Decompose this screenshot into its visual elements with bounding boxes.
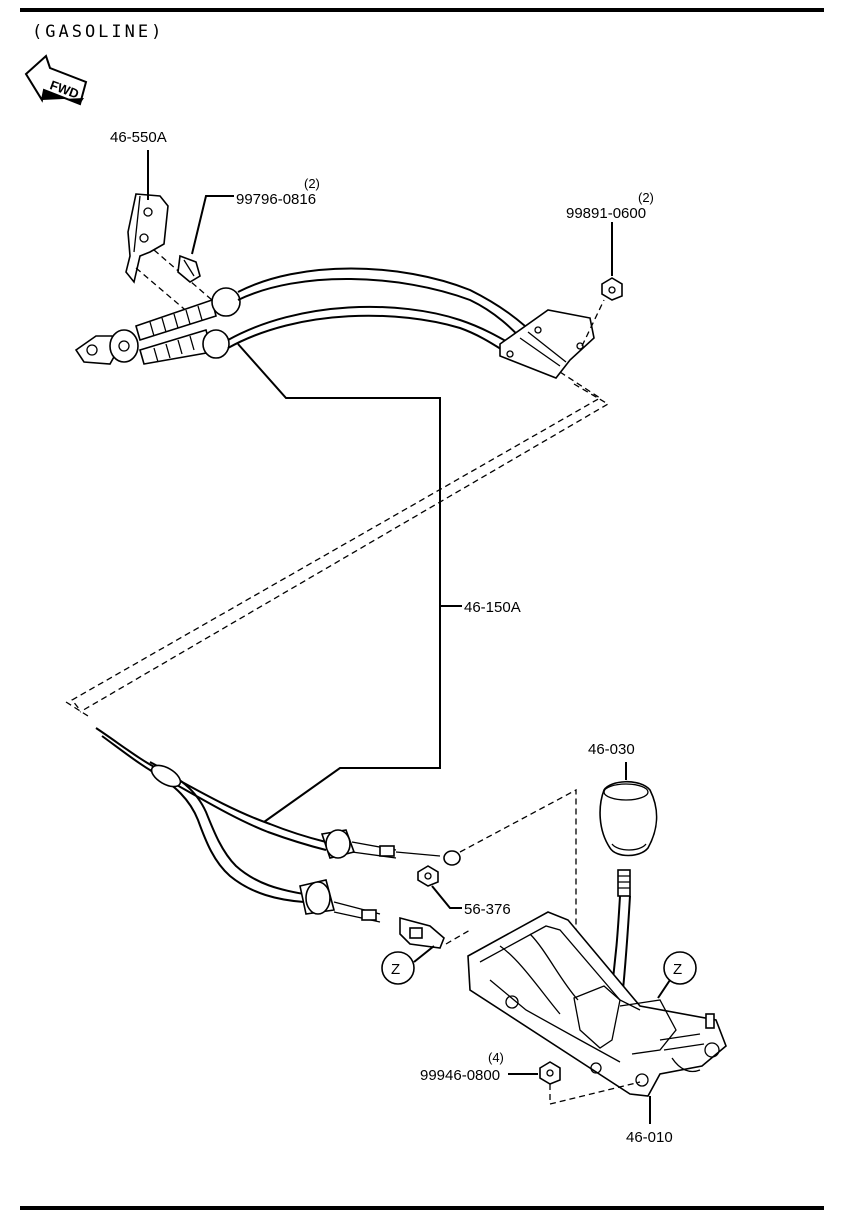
cable-lower-end [95, 727, 461, 949]
knob-46-030 [599, 762, 658, 857]
callout-qty-99891-0600: (2) [638, 190, 654, 205]
fwd-arrow-icon: FWD [24, 54, 88, 106]
cable-mount-bracket [499, 309, 595, 379]
callout-99796-0816: 99796-0816 [236, 191, 316, 208]
nut-99946-0800 [539, 1061, 561, 1085]
shifter-46-010 [467, 911, 727, 1097]
callout-46-010: 46-010 [626, 1129, 673, 1146]
callout-qty-99946-0800: (4) [488, 1050, 504, 1065]
header-label: (GASOLINE) [32, 22, 164, 42]
callout-56-376: 56-376 [464, 901, 511, 918]
callout-qty-99796-0816: (2) [304, 176, 320, 191]
callout-46-150A: 46-150A [464, 599, 521, 616]
bolt-99796-0816 [177, 254, 201, 283]
nut-99891-0600 [601, 277, 623, 301]
clip-56-376 [417, 865, 439, 887]
callout-46-030: 46-030 [588, 741, 635, 758]
callout-46-550A: 46-550A [110, 129, 167, 146]
cable-upper-end [74, 267, 541, 365]
zone-marker-z: Z [657, 951, 697, 999]
svg-text:Z: Z [391, 961, 400, 978]
callout-99946-0800: 99946-0800 [420, 1067, 500, 1084]
callout-99891-0600: 99891-0600 [566, 205, 646, 222]
zone-marker-z: Z [381, 945, 435, 985]
bracket-46-550A [125, 193, 169, 284]
svg-text:Z: Z [673, 961, 682, 978]
